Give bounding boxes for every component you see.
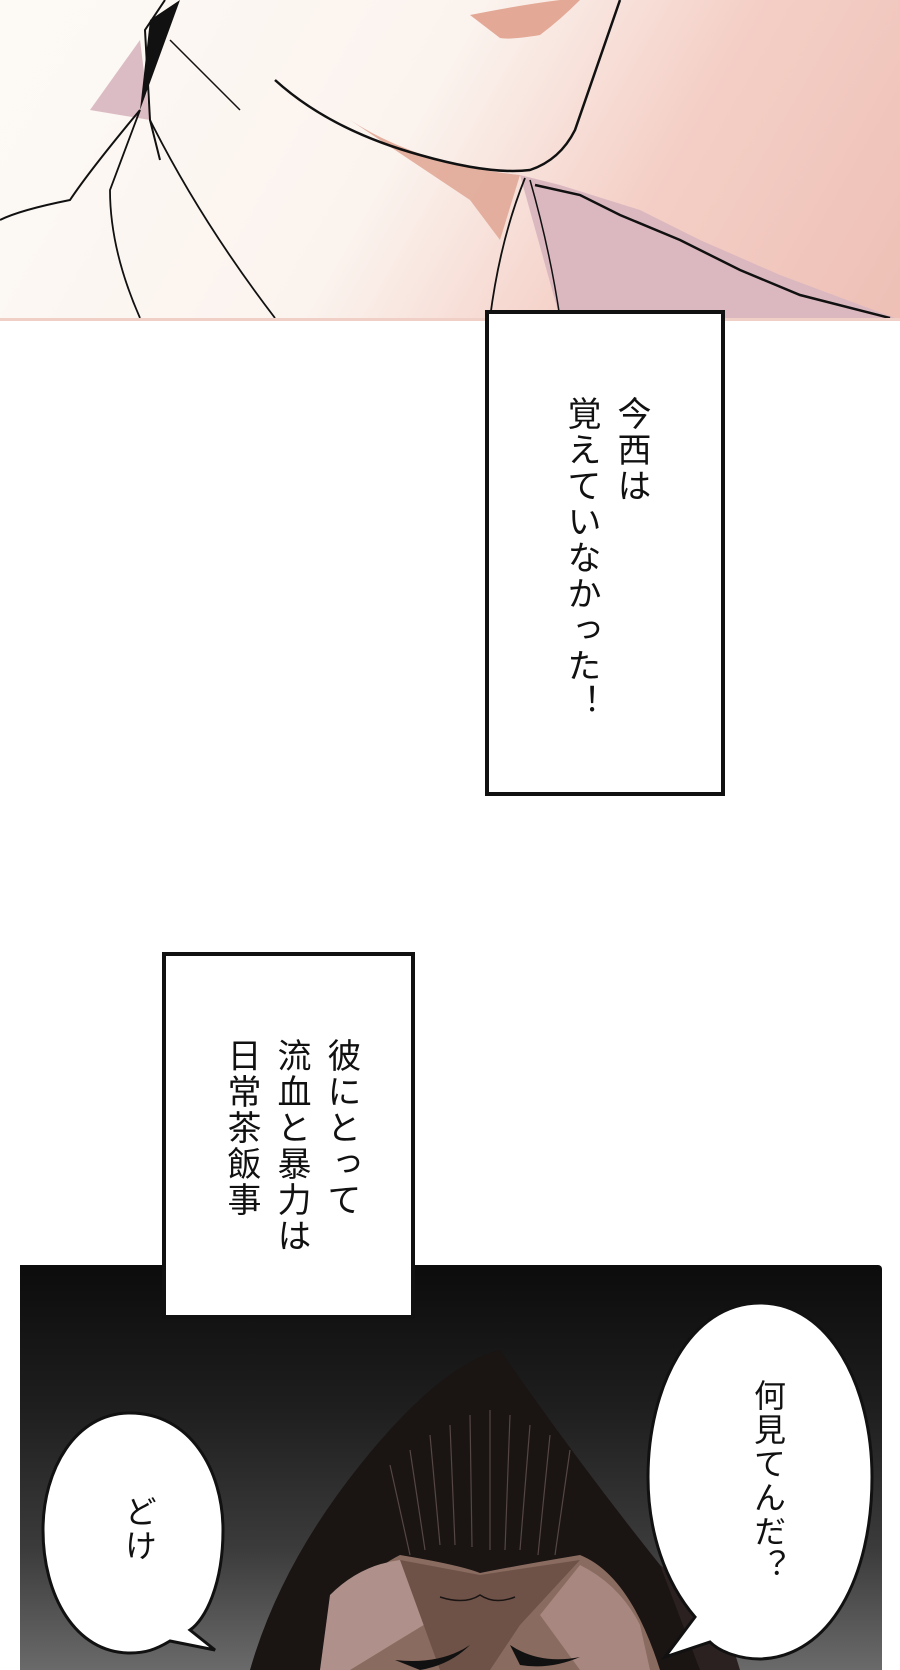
- narration-line: 今西は: [611, 396, 651, 504]
- panel-chin-closeup: [0, 0, 900, 318]
- narration-line: 覚えていなかった！: [561, 396, 601, 720]
- panel-bottom-edge: [0, 318, 900, 321]
- chin-illustration: [0, 0, 895, 318]
- speech-text-right: 何見てんだ？: [749, 1379, 787, 1583]
- speech-bubble-right: 何見てんだ？: [640, 1297, 880, 1667]
- narration-text-1: 今西は 覚えていなかった！: [556, 396, 656, 720]
- narration-line: 流血と暴力は: [271, 1038, 311, 1254]
- narration-box-2: 彼にとって 流血と暴力は 日常茶飯事: [162, 952, 415, 1319]
- speech-text-left: どけ: [120, 1495, 158, 1563]
- bubble-shape: [41, 1411, 225, 1655]
- narration-line: 日常茶飯事: [221, 1038, 261, 1218]
- speech-bubble-left: どけ: [35, 1405, 235, 1665]
- bubble-shape: [646, 1301, 874, 1661]
- narration-box-1: 今西は 覚えていなかった！: [485, 310, 725, 796]
- narration-line: 彼にとって: [321, 1038, 361, 1218]
- narration-text-2: 彼にとって 流血と暴力は 日常茶飯事: [216, 1038, 366, 1254]
